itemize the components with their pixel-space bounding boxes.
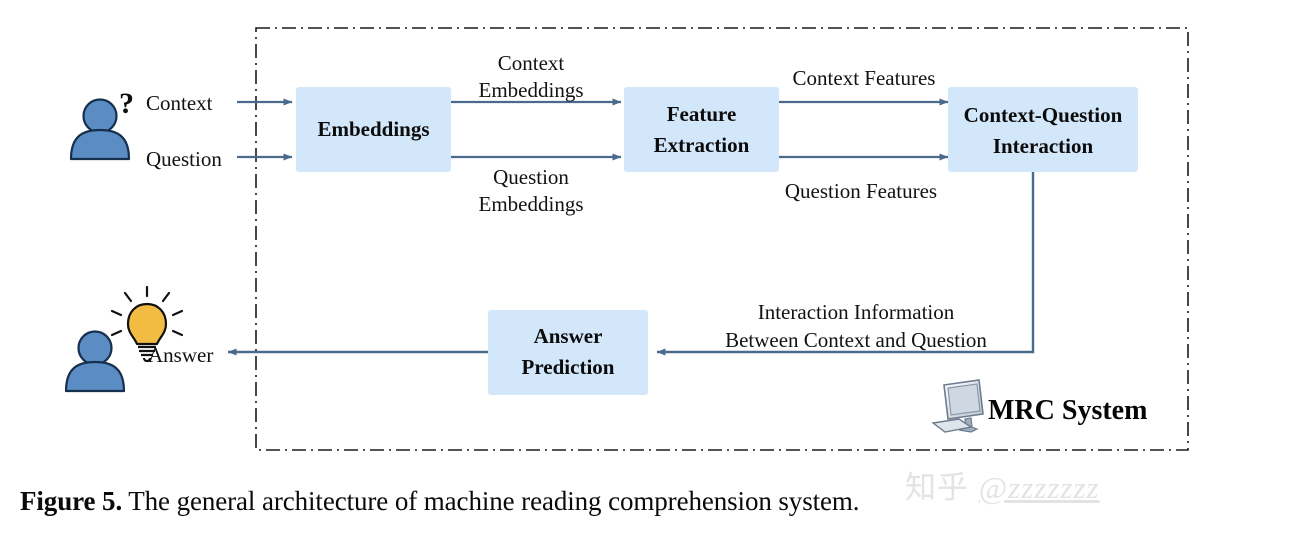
node-answer-prediction-line1: Answer [534,324,603,348]
watermark-logo: 知乎 [905,470,969,505]
watermark: 知乎 @zzzzzzz [905,462,1100,507]
person-with-lightbulb-icon [64,285,184,393]
edge-interaction-information-line2: Between Context and Question [725,328,987,352]
svg-text:?: ? [119,87,134,120]
node-context-question-interaction-line1: Context-Question [964,103,1123,127]
computer-icon [931,379,984,433]
node-embeddings-label: Embeddings [317,117,429,141]
edge-context-embeddings-line1: Context [498,51,565,75]
system-label: MRC System [988,395,1147,426]
system-boundary [255,27,1189,451]
output-label-answer: Answer [148,343,213,367]
input-label-context: Context [146,91,213,115]
node-context-question-interaction-line2: Interaction [993,134,1094,158]
figure-caption-text: The general architecture of machine read… [122,486,860,516]
edge-question-embeddings-line1: Question [493,165,569,189]
node-feature-extraction-line1: Feature [667,102,737,126]
input-label-question: Question [146,147,222,171]
node-feature-extraction-line2: Extraction [654,133,750,157]
person-with-question-icon: ? [69,87,134,161]
edge-question-embeddings-line2: Embeddings [479,192,584,216]
figure-caption-label: Figure 5. [20,486,123,516]
figure-caption: Figure 5. The general architecture of ma… [20,486,1270,517]
arrow-interaction-information [656,172,1035,356]
node-answer-prediction[interactable]: Answer Prediction [488,310,648,395]
node-feature-extraction[interactable]: Feature Extraction [624,87,779,172]
edge-context-embeddings-line2: Embeddings [479,78,584,102]
node-context-question-interaction[interactable]: Context-Question Interaction [948,87,1138,172]
watermark-handle: @zzzzzzz [978,470,1100,505]
lightbulb-icon [110,285,184,363]
edge-context-features-label: Context Features [793,66,936,90]
node-answer-prediction-line2: Prediction [522,355,615,379]
edge-question-features-label: Question Features [785,179,937,203]
node-embeddings[interactable]: Embeddings [296,87,451,172]
edge-interaction-information-line1: Interaction Information [758,300,955,324]
